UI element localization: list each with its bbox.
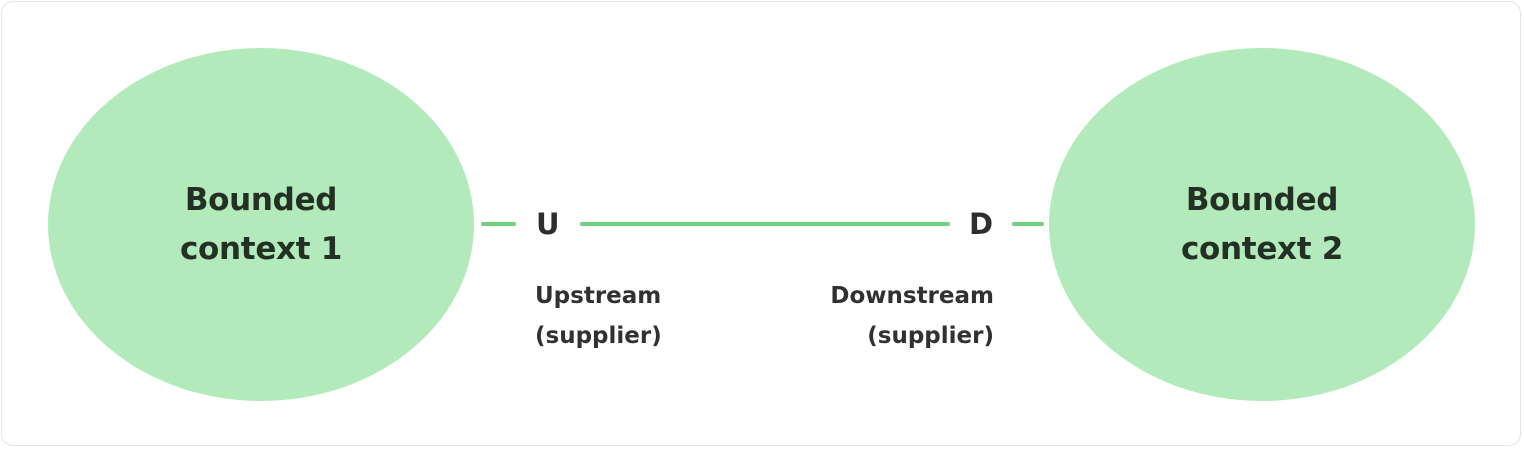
connector-right-stub bbox=[1012, 222, 1044, 226]
upstream-role-line1: Upstream bbox=[535, 283, 662, 309]
downstream-marker: D bbox=[969, 207, 994, 241]
upstream-role-label: Upstream (supplier) bbox=[535, 276, 662, 356]
bounded-context-1-label: Bounded context 1 bbox=[151, 176, 371, 274]
connector-left-stub bbox=[481, 222, 516, 226]
bounded-context-2-line2: context 2 bbox=[1180, 230, 1344, 267]
bounded-context-1: Bounded context 1 bbox=[48, 48, 474, 401]
bounded-context-2-label: Bounded context 2 bbox=[1152, 176, 1372, 274]
downstream-role-line2: (supplier) bbox=[867, 323, 994, 349]
bounded-context-2-line1: Bounded bbox=[1185, 181, 1339, 218]
bounded-context-1-line1: Bounded bbox=[184, 181, 338, 218]
downstream-role-label: Downstream (supplier) bbox=[830, 276, 994, 356]
downstream-role-line1: Downstream bbox=[830, 283, 994, 309]
upstream-role-line2: (supplier) bbox=[535, 323, 662, 349]
connector-main-line bbox=[580, 222, 950, 226]
bounded-context-2: Bounded context 2 bbox=[1049, 48, 1475, 401]
bounded-context-1-line2: context 1 bbox=[179, 230, 343, 267]
upstream-marker: U bbox=[536, 207, 560, 241]
